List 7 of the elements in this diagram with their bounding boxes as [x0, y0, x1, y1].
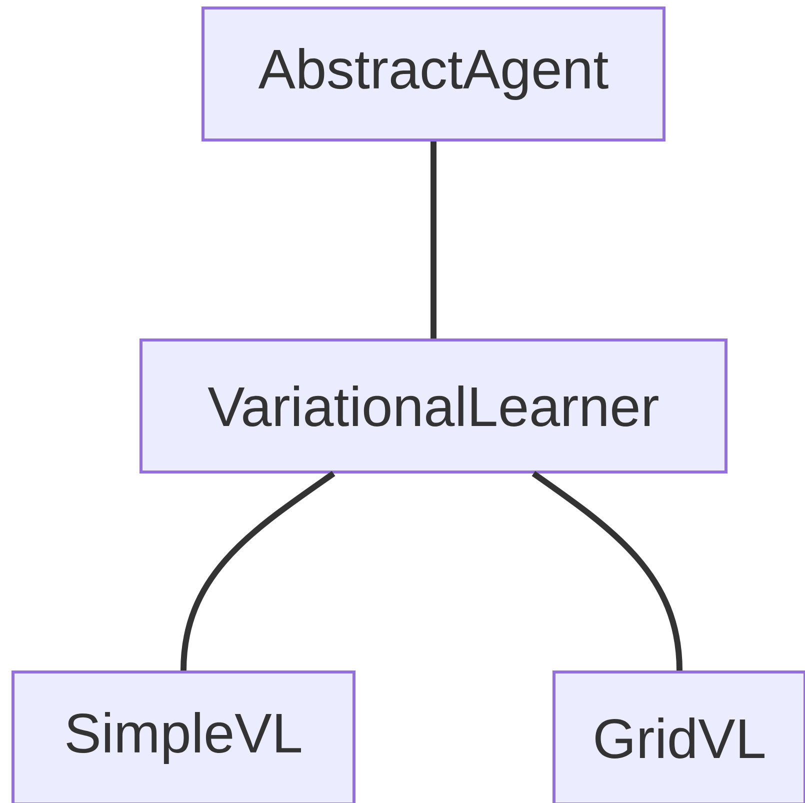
connector-line	[180, 471, 336, 671]
class-box: SimpleVL	[12, 670, 356, 803]
class-box: AbstractAgent	[202, 6, 666, 142]
class-box: VariationalLearner	[140, 338, 728, 474]
class-box: GridVL	[552, 670, 805, 803]
connector-line	[430, 142, 436, 338]
connector-line	[532, 471, 682, 671]
